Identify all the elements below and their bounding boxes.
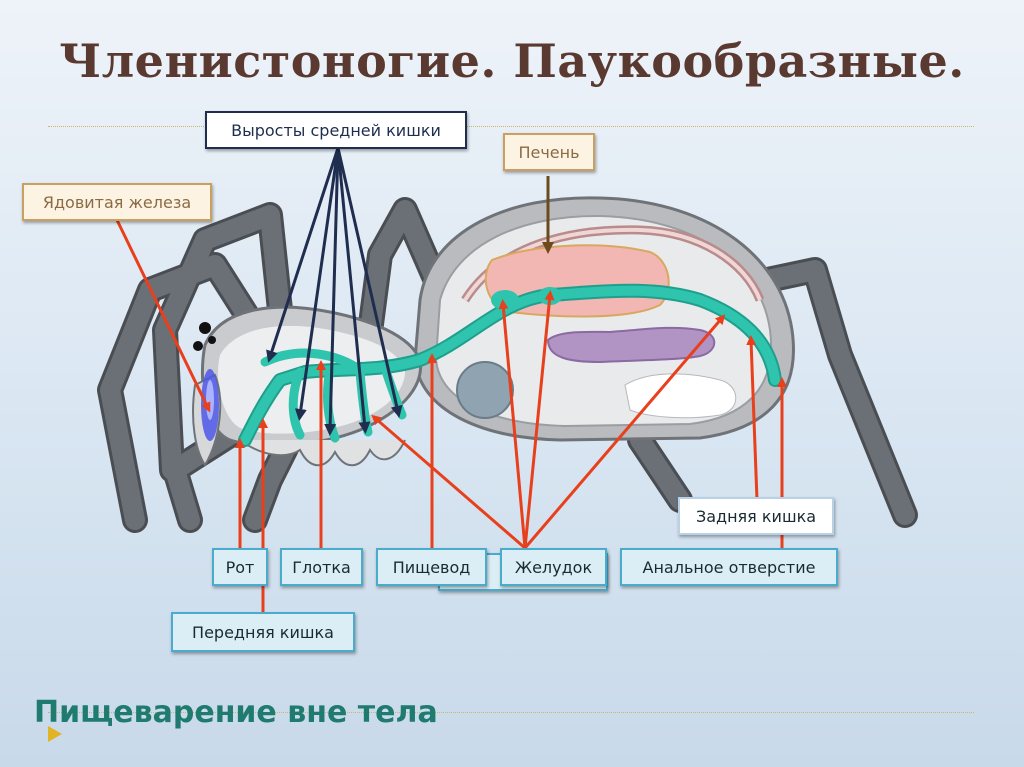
label-venom-gland: Ядовитая железа (22, 183, 212, 221)
label-liver: Печень (503, 133, 595, 171)
label-pharynx: Глотка (280, 548, 363, 586)
play-icon[interactable] (48, 726, 62, 742)
label-outgrowths: Выросты средней кишки (205, 111, 467, 149)
eye-icon (199, 322, 211, 334)
label-hindgut: Задняя кишка (678, 497, 834, 535)
label-stomach: Желудок (500, 548, 607, 586)
gonad-shape (546, 326, 716, 364)
book-lung-shape (456, 361, 514, 419)
label-foregut: Передняя кишка (171, 612, 355, 652)
title-divider (48, 126, 974, 127)
label-mouth: Рот (212, 548, 268, 586)
slide-title: Членистоногие. Паукообразные. (59, 34, 965, 88)
outgrowths-arrows (266, 147, 403, 436)
red-arrows (115, 219, 787, 612)
label-esophagus: Пищевод (376, 548, 487, 586)
label-anus: Анальное отверстие (620, 548, 838, 586)
slide-subtitle: Пищеварение вне тела (34, 695, 438, 730)
bottom-divider (48, 712, 974, 713)
